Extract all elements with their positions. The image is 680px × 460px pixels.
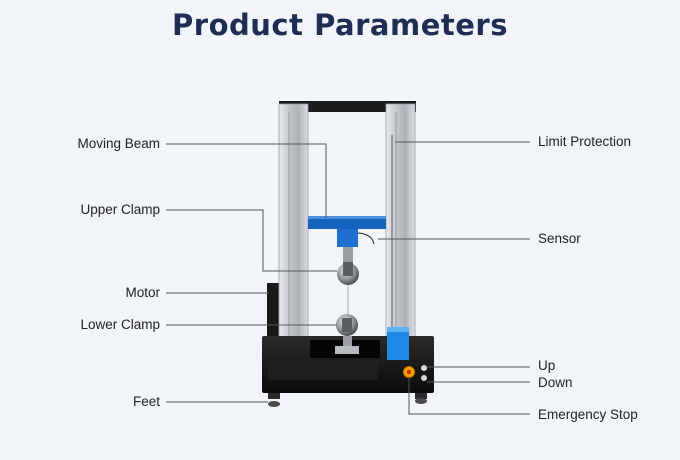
foot-left: [268, 393, 280, 399]
label-limit-protection: Limit Protection: [538, 134, 632, 149]
label-down: Down: [538, 375, 573, 390]
control-box: [387, 327, 409, 360]
label-motor: Motor: [125, 285, 160, 300]
page-title: Product Parameters: [172, 8, 508, 42]
label-emergency-stop: Emergency Stop: [538, 407, 638, 422]
moving-beam: [308, 216, 386, 229]
foot-right: [415, 393, 427, 399]
label-sensor: Sensor: [538, 231, 581, 246]
label-feet: Feet: [132, 394, 160, 409]
label-upper-clamp: Upper Clamp: [80, 202, 160, 217]
label-up: Up: [538, 358, 556, 373]
leader-upper-clamp: [166, 209, 337, 272]
leader-moving-beam: [166, 143, 327, 218]
top-beam: [279, 101, 416, 112]
left-column: [278, 103, 309, 357]
motor-housing: [267, 283, 282, 353]
label-lower-clamp: Lower Clamp: [80, 317, 160, 332]
label-moving-beam: Moving Beam: [77, 136, 160, 151]
up-button: [421, 365, 427, 371]
down-button: [421, 375, 427, 381]
leader-emergency-stop: [408, 377, 530, 415]
sensor-block: [337, 229, 358, 247]
